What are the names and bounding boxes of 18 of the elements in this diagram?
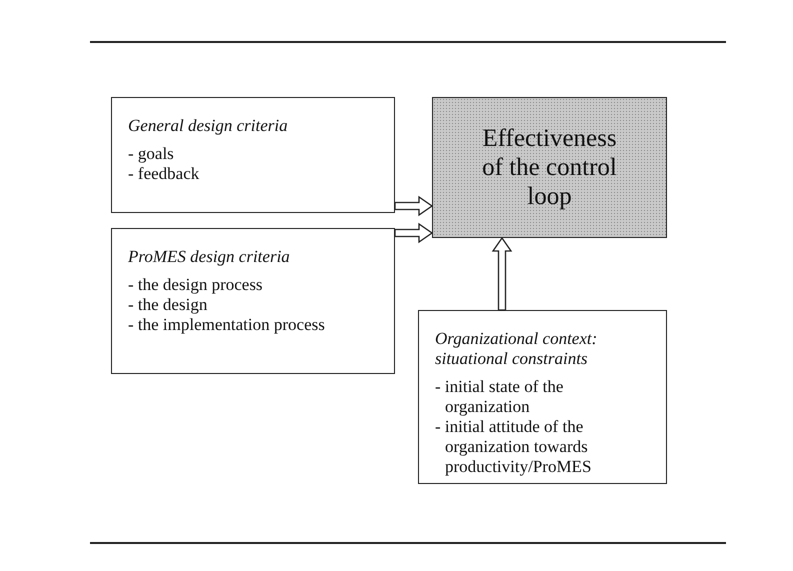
- text-box: [111, 228, 395, 374]
- list-item: - goals: [128, 144, 175, 164]
- list-item: - feedback: [128, 164, 200, 184]
- text-box: [418, 310, 667, 484]
- list-item: - initial state of the organization: [435, 377, 564, 417]
- list-item: - the design: [128, 295, 208, 315]
- box-title: Effectiveness of the control loop: [481, 124, 618, 211]
- shaded-box: [432, 97, 667, 238]
- box-heading: General design criteria: [128, 116, 289, 136]
- hollow-arrow: [394, 196, 434, 216]
- list-item: - the implementation process: [128, 315, 326, 335]
- list-item: - the design process: [128, 275, 264, 295]
- box-heading: Organizational context: situational constraints: [435, 329, 598, 369]
- box-heading: ProMES design criteria: [128, 247, 291, 267]
- text-box: [111, 97, 395, 213]
- list-item: - initial attitude of the organization towards productivity/ProMES: [435, 417, 592, 477]
- hollow-arrow: [394, 222, 434, 244]
- hollow-arrow: [492, 236, 512, 311]
